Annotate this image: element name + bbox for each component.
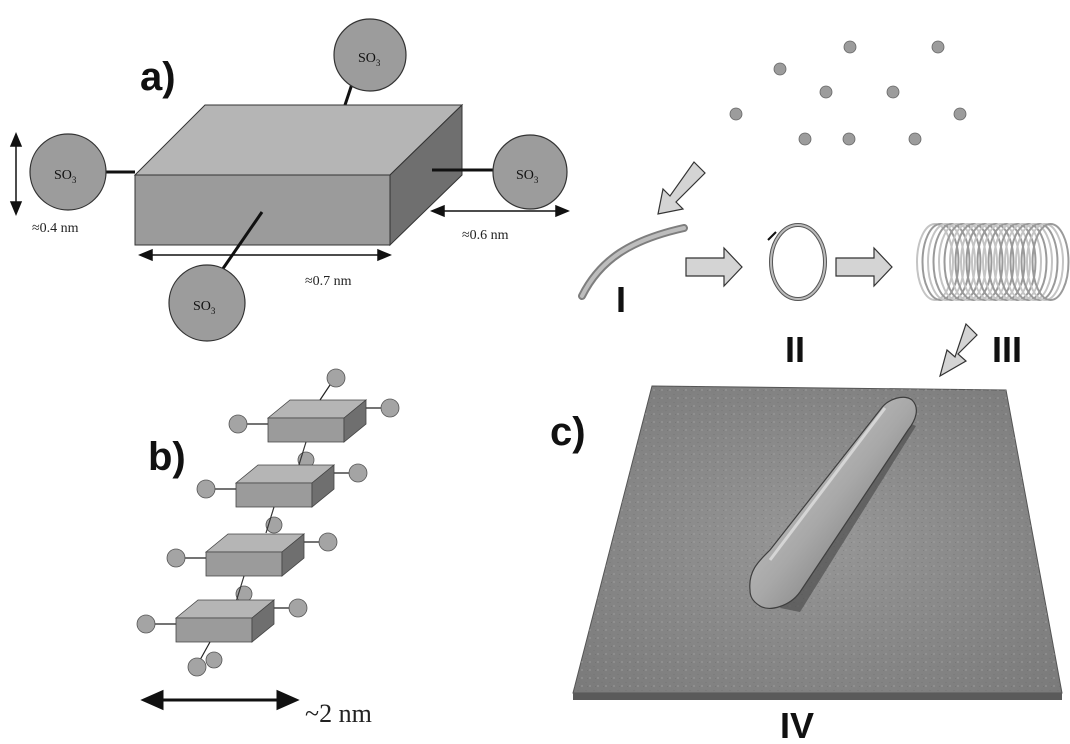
- afm-edge: [573, 693, 1062, 700]
- coil-turn: [916, 223, 954, 301]
- stage-label-i: I: [616, 279, 626, 320]
- box-side-face: [389, 103, 463, 247]
- svg-text:SO3: SO3: [358, 51, 381, 68]
- panel-c-label: c): [550, 410, 586, 454]
- depth-dimension-arrow: [430, 204, 570, 218]
- coil-turn: [1009, 223, 1048, 301]
- coil-turn: [987, 223, 1026, 301]
- monomer-dots: [729, 40, 967, 146]
- molecule-box: [133, 74, 464, 247]
- so3-subscript: 3: [376, 58, 381, 68]
- so3-subscript: 3: [211, 306, 216, 316]
- dim-height-label: ≈0.4 nm: [32, 221, 79, 236]
- so3-group-top: SO3: [333, 18, 407, 92]
- coil-turn: [949, 223, 987, 301]
- arrow-right: [835, 246, 893, 288]
- arrow-right: [685, 246, 743, 288]
- nanotube-rod: [749, 396, 917, 609]
- stacked-molecule: [228, 398, 400, 469]
- svg-text:SO3: SO3: [54, 168, 77, 185]
- length-dimension-arrow: [138, 248, 392, 262]
- so3-subscript: 3: [72, 175, 77, 185]
- so3-sphere-small: [348, 463, 368, 483]
- coil-turn: [976, 223, 1015, 301]
- coil-turn: [1004, 223, 1042, 301]
- so3-label: SO: [54, 168, 72, 183]
- box-front-face: [134, 174, 391, 246]
- stage-label-ii: II: [785, 329, 805, 370]
- so3-sphere-small: [228, 414, 248, 434]
- dim-length-label: ≈0.7 nm: [305, 274, 352, 289]
- scale-arrow: [140, 689, 300, 711]
- coil-turn: [938, 223, 976, 301]
- coil-turn: [943, 223, 982, 301]
- so3-group-bottom: SO3: [168, 264, 246, 342]
- coil-turn: [1031, 223, 1070, 301]
- arrow-to-afm: [939, 322, 978, 378]
- coil-turn: [982, 223, 1020, 301]
- so3-group-left: SO3: [29, 133, 107, 211]
- coil-turn: [993, 223, 1031, 301]
- so3-label: SO: [193, 299, 211, 314]
- coil-turn: [932, 223, 971, 301]
- so3-sphere-small: [187, 657, 207, 677]
- ring-structure: [767, 223, 827, 301]
- scale-label: ~2 nm: [305, 699, 372, 728]
- coil-turn: [1015, 223, 1053, 301]
- bond-line: [220, 211, 264, 271]
- coil-turn: [1026, 223, 1064, 301]
- rod-highlight: [768, 407, 887, 561]
- svg-text:SO3: SO3: [193, 299, 216, 316]
- so3-sphere-small: [136, 614, 156, 634]
- fiber-segment: [578, 224, 688, 300]
- arrow-to-fiber: [657, 161, 706, 215]
- so3-sphere-small: [326, 368, 346, 388]
- so3-subscript: 3: [534, 175, 539, 185]
- stacked-molecule: [136, 598, 308, 669]
- so3-label: SO: [516, 168, 534, 183]
- coil-turn: [960, 223, 998, 301]
- panel-a-label: a): [140, 55, 176, 99]
- coil-turn: [971, 223, 1009, 301]
- coil-turn: [965, 223, 1004, 301]
- coil-turn: [998, 223, 1037, 301]
- svg-text:SO3: SO3: [516, 168, 539, 185]
- so3-group-right: SO3: [492, 134, 568, 210]
- coil-turn: [1020, 223, 1059, 301]
- coil-structure: [916, 223, 1070, 301]
- height-dimension-arrow: [9, 132, 23, 216]
- afm-image: [572, 385, 1063, 700]
- so3-sphere-small: [318, 532, 338, 552]
- stacked-molecule: [196, 463, 368, 534]
- stacked-molecules: [136, 368, 400, 677]
- so3-sphere-small: [166, 548, 186, 568]
- coil-turn: [921, 223, 960, 301]
- panel-b-label: b): [148, 435, 186, 479]
- so3-sphere-small: [205, 651, 223, 669]
- fiber-highlight: [580, 226, 686, 298]
- stage-label-iii: III: [992, 329, 1022, 370]
- stage-label-iv: IV: [780, 705, 814, 744]
- so3-sphere-small: [288, 598, 308, 618]
- so3-sphere-small: [380, 398, 400, 418]
- so3-sphere-small: [196, 479, 216, 499]
- stacked-molecule: [166, 532, 338, 603]
- coil-turn: [954, 223, 993, 301]
- dim-depth-label: ≈0.6 nm: [462, 228, 509, 243]
- so3-label: SO: [358, 51, 376, 66]
- coil-turn: [927, 223, 965, 301]
